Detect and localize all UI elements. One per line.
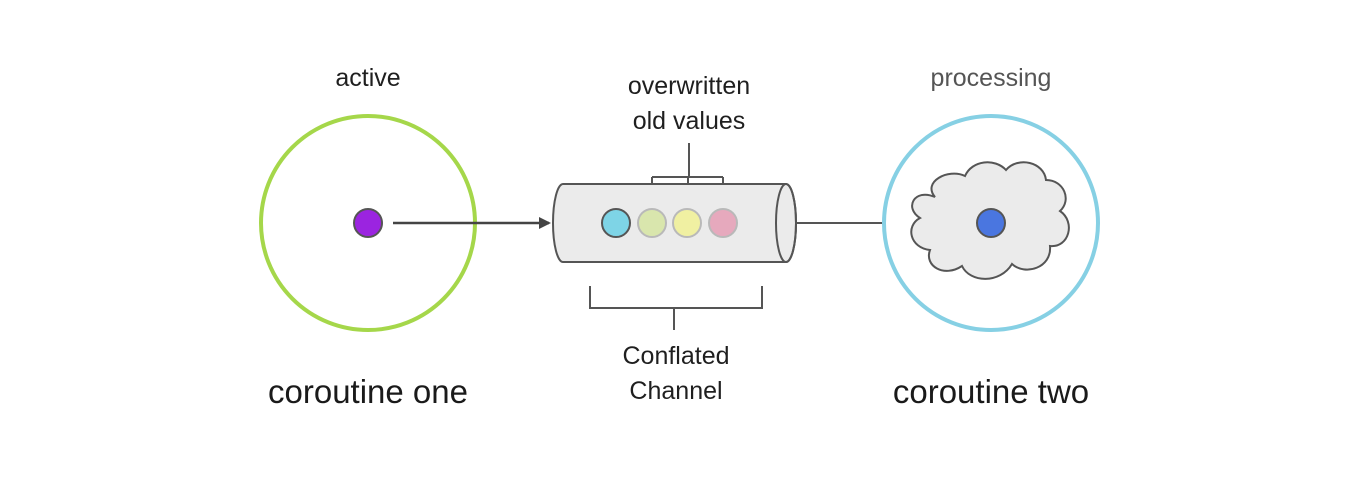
coroutine-two-name: coroutine two <box>893 373 1089 410</box>
channel-old-value-2 <box>672 208 702 238</box>
overwritten-label-line2: old values <box>633 107 746 135</box>
coroutine-two-value-dot <box>976 208 1006 238</box>
overwritten-label-line1: overwritten <box>628 72 750 100</box>
channel-label-bracket <box>589 286 763 330</box>
channel-old-value-1 <box>637 208 667 238</box>
channel-old-value-3 <box>708 208 738 238</box>
coroutine-one-state-label: active <box>335 64 400 92</box>
channel-label-line2: Channel <box>629 377 722 405</box>
channel-current-value <box>601 208 631 238</box>
channel-label-line1: Conflated <box>622 342 729 370</box>
coroutine-one-value-dot <box>353 208 383 238</box>
channel: overwritten old values Conflated Channel <box>552 72 797 405</box>
coroutine-two-ring <box>882 114 1100 332</box>
coroutine-one-name: coroutine one <box>268 373 468 410</box>
coroutine-two: processing coroutine two <box>882 64 1100 410</box>
coroutine-one: active coroutine one <box>259 64 477 410</box>
coroutine-two-state-label: processing <box>931 64 1052 92</box>
